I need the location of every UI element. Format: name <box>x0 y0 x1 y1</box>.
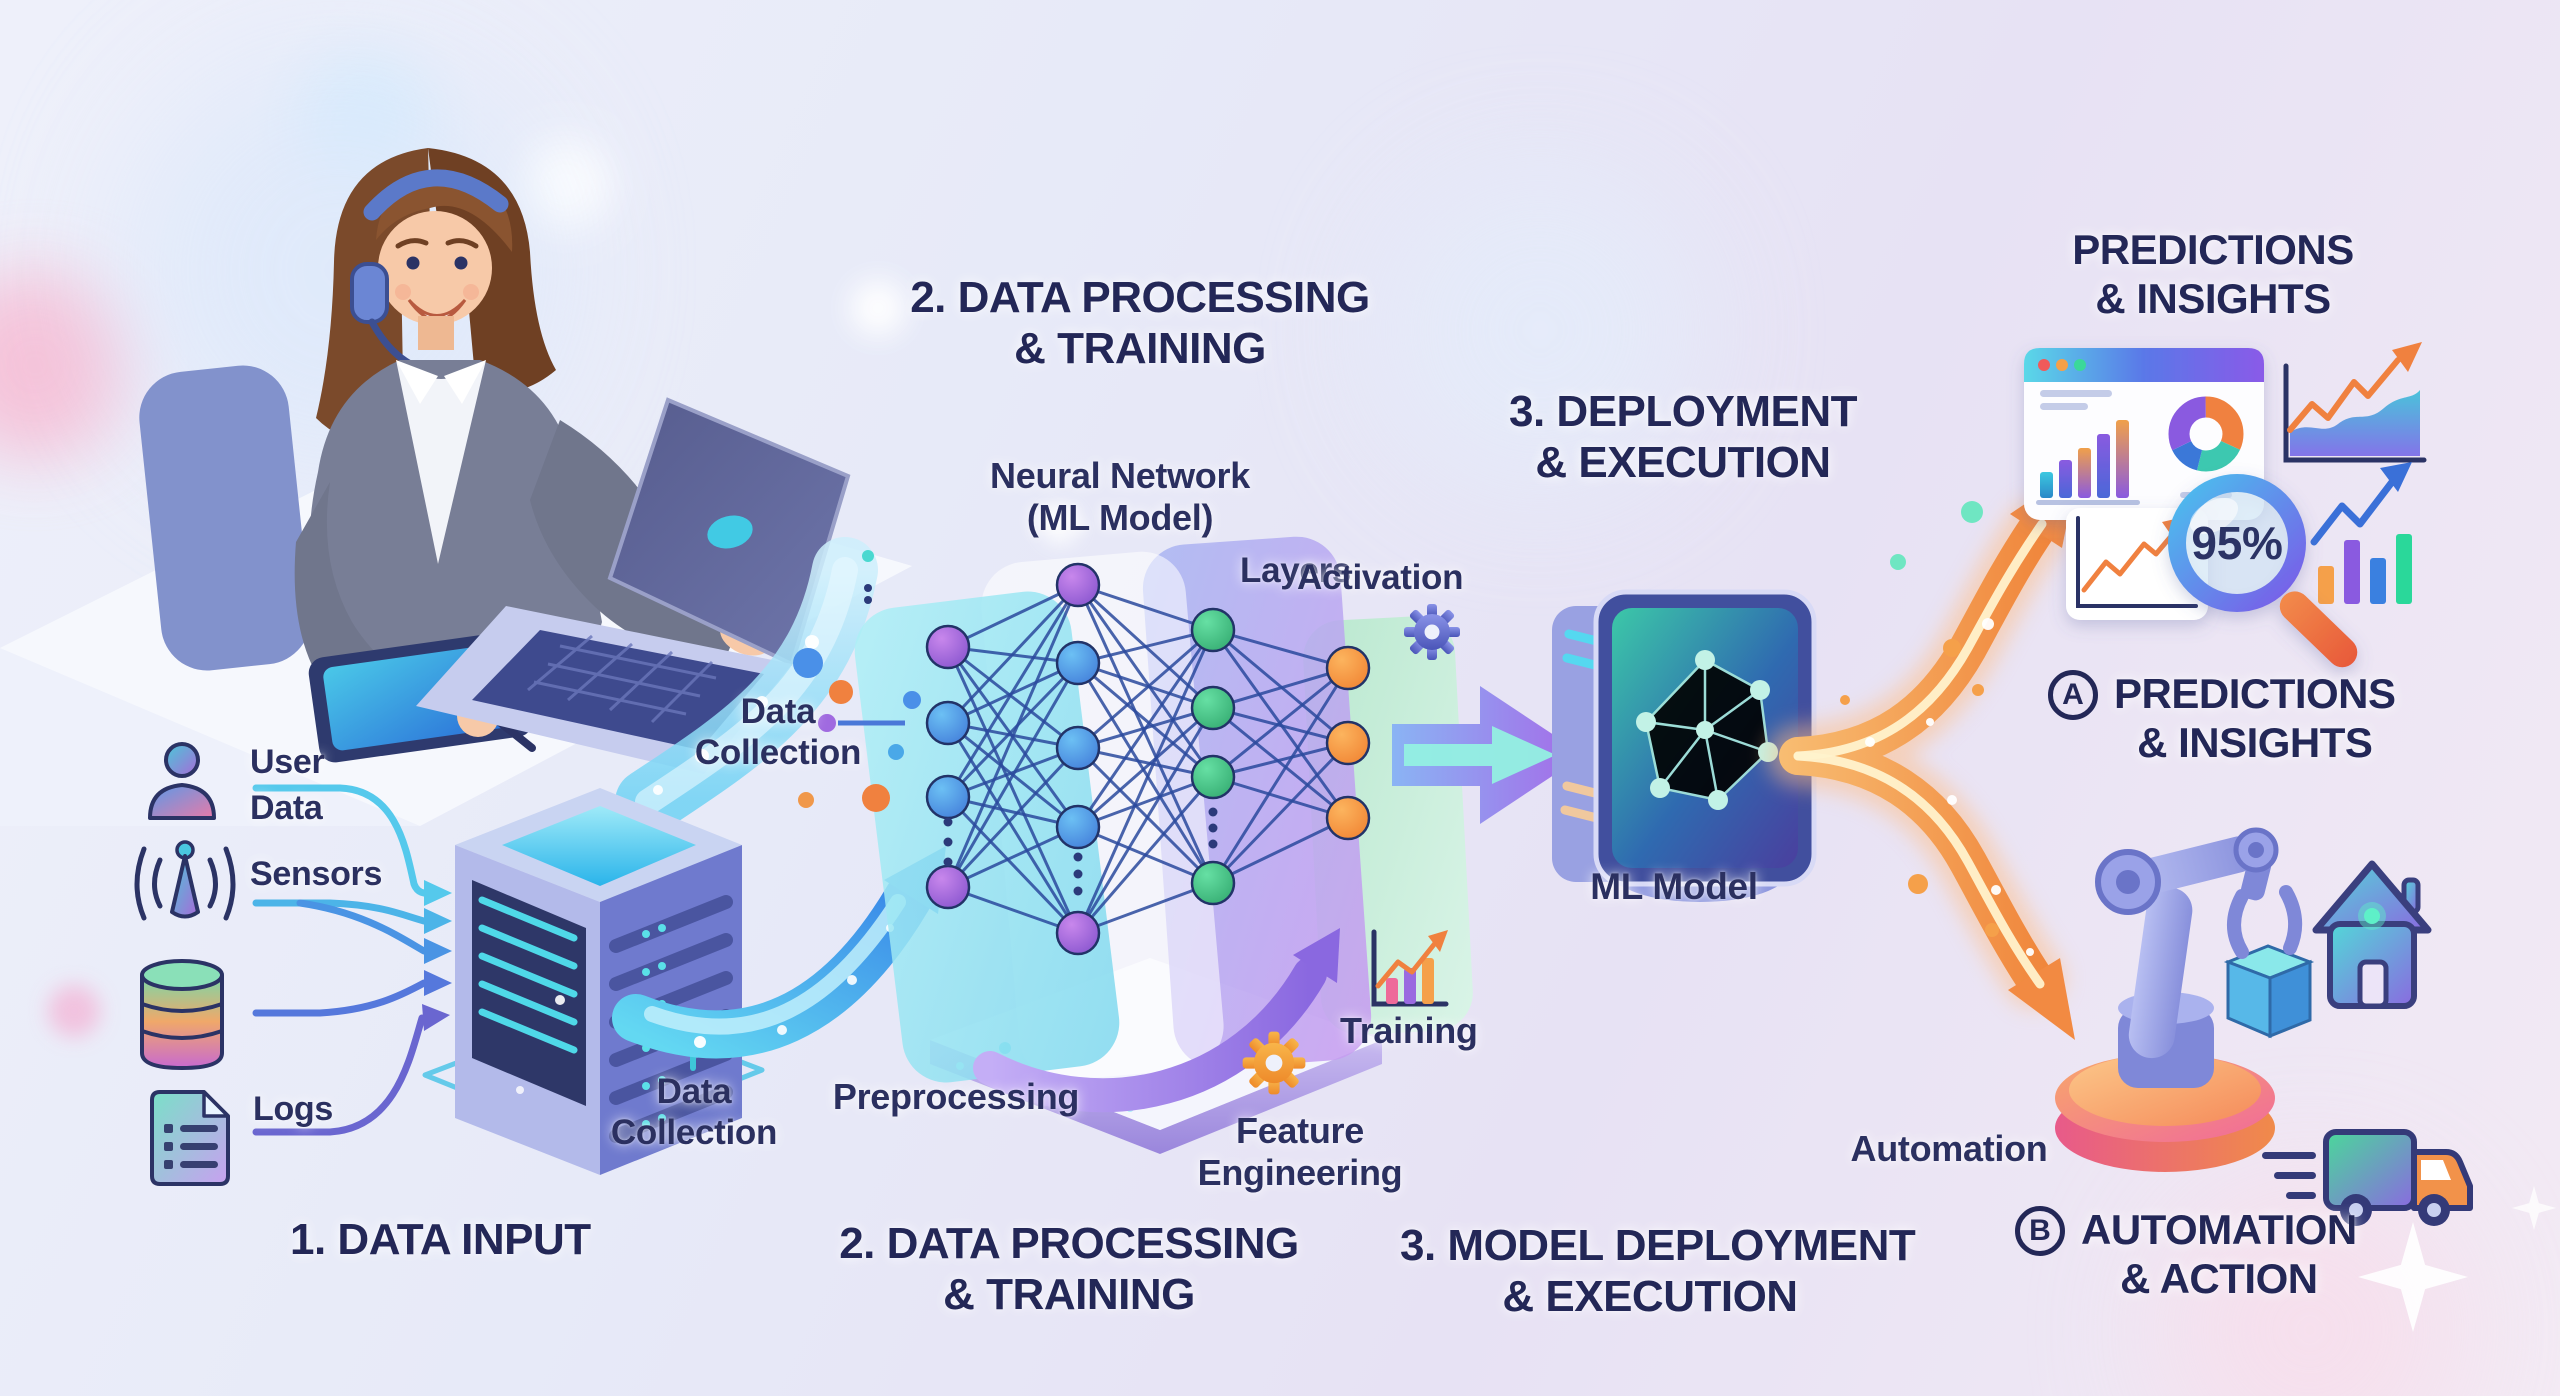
preprocessing-label: Preprocessing <box>832 1076 1080 1117</box>
feature-engineering-label: Feature Engineering <box>1197 1110 1403 1193</box>
ml-model-label: ML Model <box>1590 866 1758 907</box>
neural-network-label: Neural Network (ML Model) <box>990 455 1250 538</box>
logs-icon <box>150 1090 230 1186</box>
data-collection-input-label: Data Collection <box>610 1072 778 1152</box>
magnifier-icon <box>2168 474 2358 668</box>
truck-icon <box>2262 1129 2473 1226</box>
stage-b-row: B AUTOMATION & ACTION <box>2015 1206 2357 1303</box>
stage-3-label: 3. MODEL DEPLOYMENT & EXECUTION <box>1400 1221 1916 1322</box>
bar-chart-icon <box>2310 462 2412 604</box>
ml-model-icon <box>1552 589 1817 902</box>
headset-icon <box>363 169 509 221</box>
dashboard-window-icon <box>2024 348 2264 520</box>
accuracy-value: 95% <box>2191 517 2283 569</box>
nn-to-model-arrow <box>1392 686 1584 824</box>
gear-icon-feature <box>1242 1031 1306 1095</box>
house-icon <box>2312 860 2432 1009</box>
data-collection-dots <box>793 550 921 812</box>
user-icon <box>148 742 216 820</box>
data-pipe <box>615 537 878 835</box>
stage-1-label: 1. DATA INPUT <box>290 1215 591 1264</box>
sensors-icon <box>134 840 236 921</box>
heading-processing: 2. DATA PROCESSING & TRAINING <box>910 273 1370 374</box>
stage-a-badge: A <box>2048 670 2098 720</box>
database-icon <box>140 959 224 1071</box>
donut-chart-icon <box>2168 396 2244 472</box>
heading-deployment: 3. DEPLOYMENT & EXECUTION <box>1509 387 1858 488</box>
activation-label: Activation <box>1297 558 1464 597</box>
stage-b-badge: B <box>2015 1206 2065 1256</box>
logs-label: Logs <box>253 1090 334 1128</box>
stage-a-row: A PREDICTIONS & INSIGHTS <box>2048 670 2396 767</box>
training-chart-icon <box>1371 929 1449 1007</box>
gear-icon-activation <box>1404 604 1460 660</box>
area-chart-icon <box>2283 342 2427 463</box>
layers-label: Layers <box>1240 551 1352 590</box>
input-arrows <box>252 784 452 1136</box>
robot-arm-icon <box>2055 827 2315 1172</box>
user-data-label: User Data <box>250 743 325 827</box>
nn-layer-panels <box>854 536 1473 1083</box>
stage-2-label: 2. DATA PROCESSING & TRAINING <box>839 1219 1299 1320</box>
automation-label: Automation <box>1850 1128 2048 1169</box>
branch-arrow <box>1767 468 2078 1040</box>
purple-swoosh-arrow <box>973 928 1340 1113</box>
sensors-label: Sensors <box>250 855 383 893</box>
data-collection-processing-label: Data Collection <box>694 692 862 772</box>
training-label: Training <box>1340 1010 1478 1051</box>
heading-predictions: PREDICTIONS & INSIGHTS <box>2072 226 2354 322</box>
neural-network-icon <box>925 562 1371 956</box>
office-chair <box>139 365 311 671</box>
